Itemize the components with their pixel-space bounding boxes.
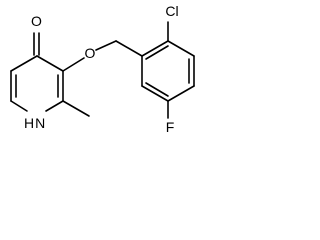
bond-c4-c5	[167, 85, 195, 102]
bond-n1-c2	[45, 100, 64, 112]
pyridinone-ring	[10, 32, 90, 117]
ether-linker	[95, 40, 143, 57]
atom-label-fluorine: F	[166, 119, 175, 135]
bond-c1-c2-inner	[145, 45, 169, 60]
bond-c4-c3	[36, 55, 64, 72]
bond-c2-methyl	[62, 100, 90, 117]
bond-c5-c6	[141, 85, 169, 102]
bond-c3-oether	[62, 57, 85, 72]
bond-c5-c6-inner	[145, 82, 169, 97]
atom-label-nitrogen-h: HN	[24, 115, 45, 131]
benzene-ring	[141, 21, 195, 119]
bond-c4-c5	[10, 55, 38, 72]
atom-label-oxygen-ether: O	[85, 45, 96, 61]
atom-label-chlorine: Cl	[165, 3, 178, 19]
bond-oether-ch2	[95, 40, 117, 51]
atom-label-n: N	[35, 115, 45, 131]
atom-label-h: H	[24, 115, 34, 131]
chemical-structure: O O Cl F HN	[10, 3, 195, 135]
bond-c2-c3	[167, 40, 195, 57]
bond-c1-c2	[141, 40, 169, 57]
bond-ch2-c1prime	[115, 40, 143, 57]
atom-label-oxygen-carbonyl: O	[31, 13, 42, 29]
bond-c6-n1	[10, 100, 28, 112]
